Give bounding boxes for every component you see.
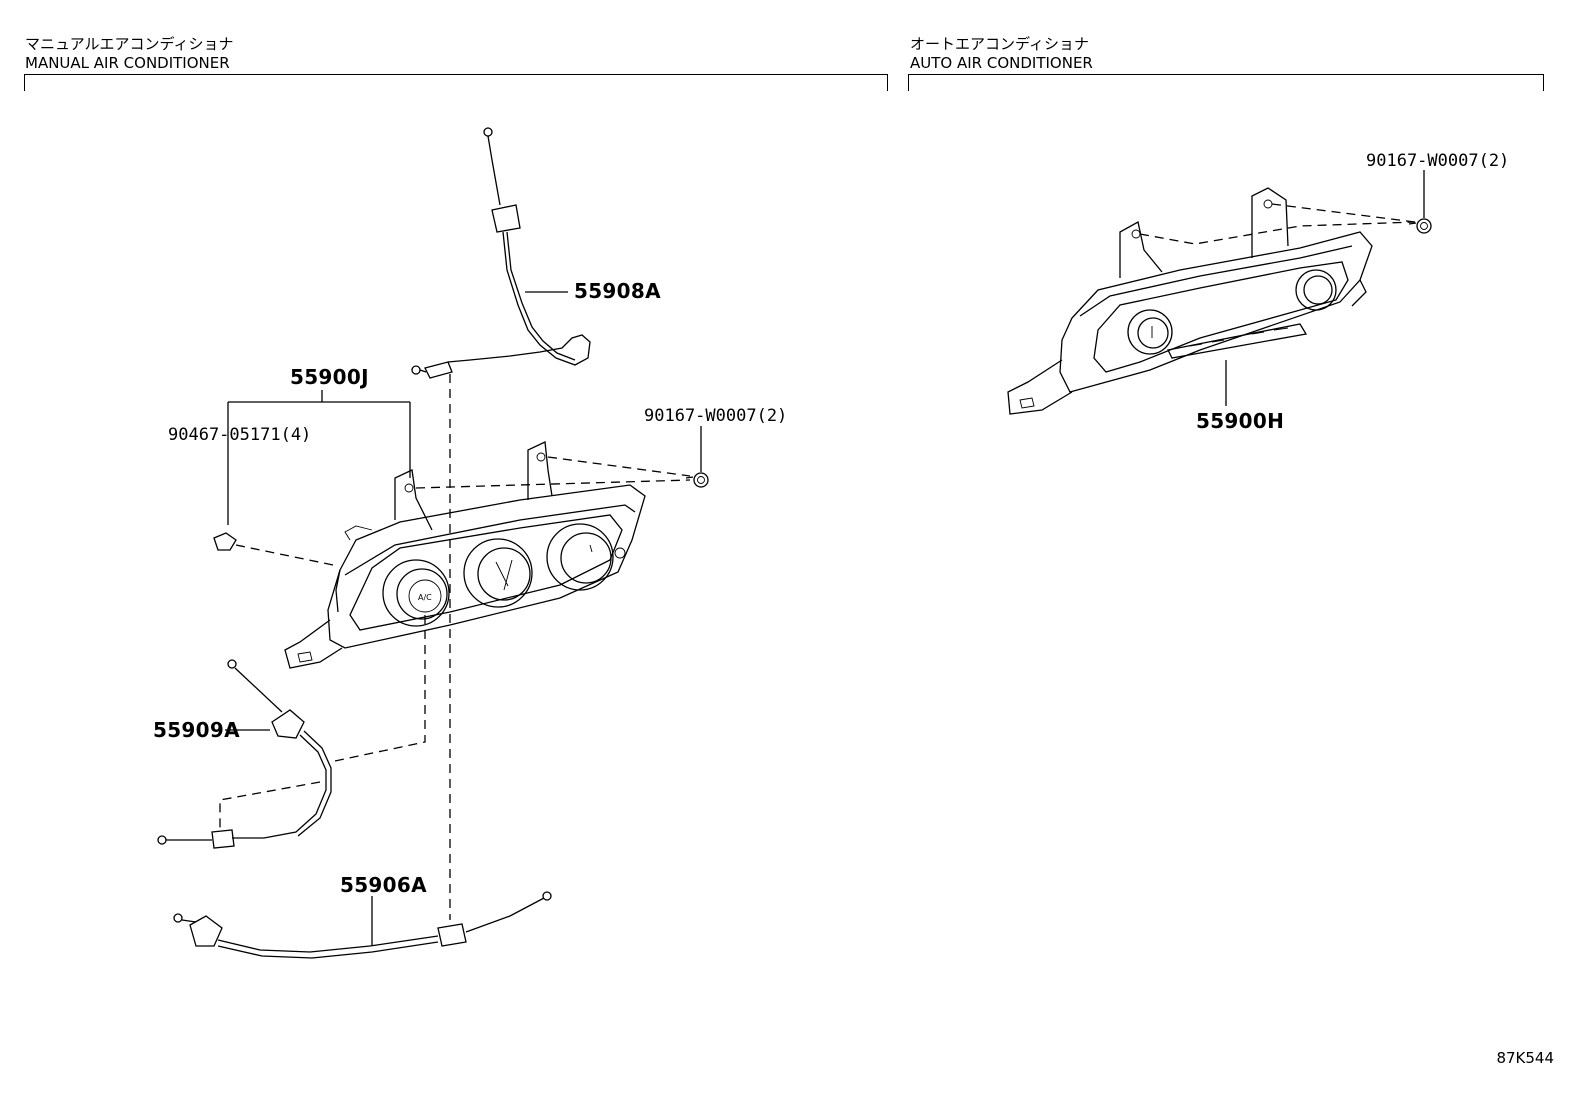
bracket-55900J [227, 390, 411, 525]
auto-screw-install-line-a [1139, 221, 1416, 245]
clip-install-line [235, 544, 339, 567]
auto-title-en: AUTO AIR CONDITIONER [910, 54, 1093, 72]
label-55900J[interactable]: 55900J [290, 365, 369, 389]
label-55908A[interactable]: 55908A [574, 279, 661, 303]
cable-55909A-route-b [219, 781, 321, 832]
screw-90167-auto[interactable] [1408, 218, 1432, 234]
auto-section-header: オートエアコンディショナ AUTO AIR CONDITIONER [910, 35, 1093, 73]
manual-section-bracket [24, 74, 888, 91]
cable-55909A-route-a [329, 615, 426, 763]
label-55906A[interactable]: 55906A [340, 873, 427, 897]
auto-control-panel[interactable] [1007, 187, 1373, 415]
manual-control-panel[interactable]: A/C [284, 441, 646, 669]
manual-section-header: マニュアルエアコンディショナ MANUAL AIR CONDITIONER [25, 35, 234, 73]
cable-55909A[interactable] [157, 659, 332, 849]
auto-section-bracket [908, 74, 1544, 91]
cable-55906A[interactable] [173, 891, 552, 959]
label-55900H[interactable]: 55900H [1196, 409, 1284, 433]
auto-screw-install-line-b [1271, 203, 1416, 223]
screw-install-line-lower [415, 479, 691, 489]
label-90467-05171[interactable]: 90467-05171(4) [168, 425, 311, 445]
screw-90167-manual[interactable] [685, 472, 709, 488]
diagram-code: 87K544 [1496, 1049, 1554, 1067]
svg-text:A/C: A/C [418, 593, 432, 602]
label-55909A[interactable]: 55909A [153, 718, 240, 742]
screw-install-line-upper [547, 456, 691, 477]
manual-title-jp: マニュアルエアコンディショナ [25, 35, 234, 53]
label-90167-auto[interactable]: 90167-W0007(2) [1366, 151, 1509, 171]
clip-90467[interactable] [213, 532, 237, 551]
manual-title-en: MANUAL AIR CONDITIONER [25, 54, 230, 72]
label-90167-manual[interactable]: 90167-W0007(2) [644, 406, 787, 426]
cable-55908A[interactable] [411, 127, 591, 379]
auto-title-jp: オートエアコンディショナ [910, 35, 1089, 53]
